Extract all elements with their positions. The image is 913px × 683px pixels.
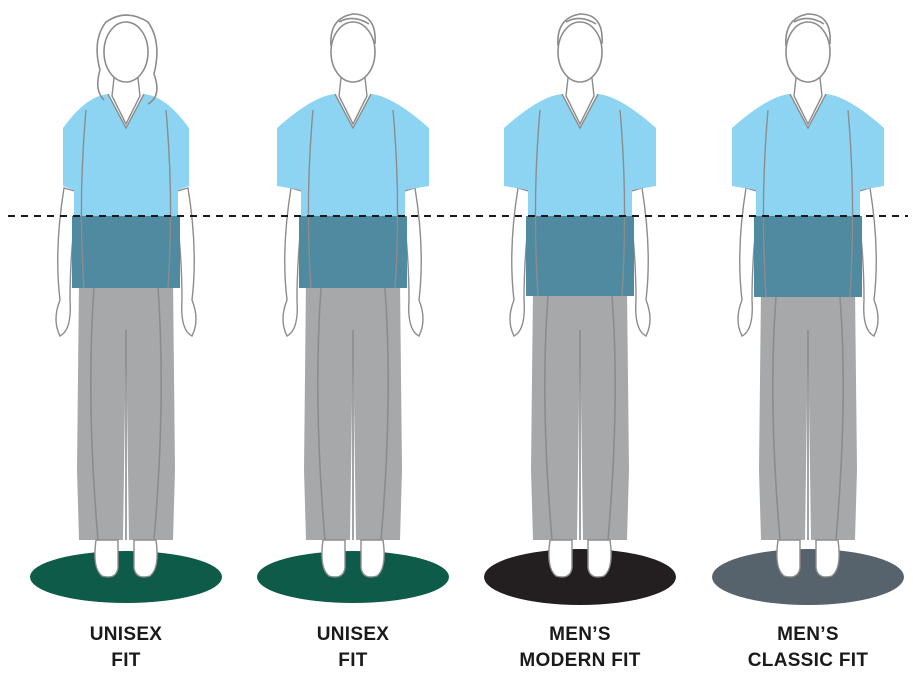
head (104, 22, 148, 82)
pants (77, 280, 175, 540)
base-ellipse (484, 549, 676, 605)
head (558, 22, 602, 82)
shirt-lower (72, 216, 180, 288)
pants (304, 280, 402, 540)
fit-label-line: CLASSIC FIT (708, 648, 908, 674)
right-foot (588, 540, 611, 577)
base-ellipse (30, 551, 222, 603)
fit-label-line: MEN’S (708, 622, 908, 648)
left-foot (95, 540, 118, 577)
male-silhouette (484, 14, 676, 605)
right-foot (361, 540, 384, 577)
fit-label-line: MEN’S (480, 622, 680, 648)
fit-label-line: UNISEX (253, 622, 453, 648)
fit-label-line: UNISEX (26, 622, 226, 648)
male-silhouette (257, 14, 449, 603)
left-foot (549, 540, 572, 577)
pants (759, 289, 857, 540)
male-silhouette (712, 14, 904, 605)
fit-label-line: FIT (253, 648, 453, 674)
fit-label-line: FIT (26, 648, 226, 674)
shirt-lower (754, 216, 862, 297)
pants (531, 288, 629, 540)
left-foot (777, 540, 800, 577)
right-foot (134, 540, 157, 577)
head (786, 22, 830, 82)
female-silhouette (30, 15, 222, 603)
base-ellipse (257, 551, 449, 603)
left-foot (322, 540, 345, 577)
shirt-lower (299, 216, 407, 288)
base-ellipse (712, 549, 904, 605)
right-foot (816, 540, 839, 577)
fit-label-line: MODERN FIT (480, 648, 680, 674)
head (331, 22, 375, 82)
shirt-lower (526, 216, 634, 296)
